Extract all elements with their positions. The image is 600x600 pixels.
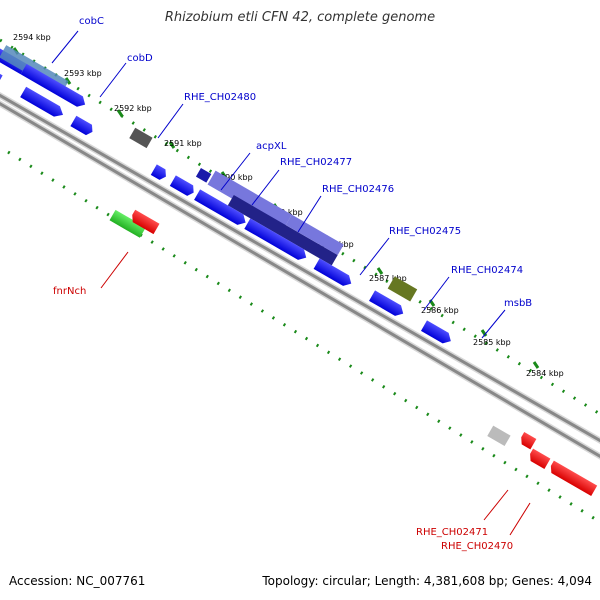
gene-block-RHE_CH02477 (207, 170, 292, 229)
gene-arrow (150, 164, 166, 180)
backbone-line-upper (0, 93, 600, 443)
gene-block-RHE_CH02476 (227, 195, 338, 266)
tick-label: 2592 kbp (114, 104, 152, 113)
gene-arrow (194, 189, 246, 225)
gene-arrow (244, 218, 307, 260)
tick-label: 2587 kbp (369, 274, 407, 283)
gene-arrow (70, 115, 93, 136)
gene-arrow-reverse (521, 431, 537, 450)
topology-text: Topology: circular; Length: 4,381,608 bp… (262, 574, 592, 588)
gene-label-fnrNch[interactable]: fnrNch (53, 286, 86, 297)
gene-label-cobC[interactable]: cobC (79, 16, 104, 27)
leader-line (99, 62, 127, 98)
gene-label-RHE_CH02471[interactable]: RHE_CH02471 (416, 527, 488, 538)
tick-label: 2586 kbp (421, 306, 459, 315)
gene-block-RHE_CH02476-highlight (285, 214, 344, 256)
gene-label-RHE_CH02480[interactable]: RHE_CH02480 (184, 92, 256, 103)
leader-line (297, 195, 322, 233)
leader-line (483, 489, 509, 521)
leader-line (220, 152, 251, 191)
gene-label-msbB[interactable]: msbB (504, 298, 532, 309)
gene-arrow-reverse (132, 209, 160, 235)
accession-text: Accession: NC_007761 (9, 574, 146, 588)
gene-arrow (169, 175, 194, 196)
tick-label: 2591 kbp (164, 139, 202, 148)
gene-block-RHE_CH02471 (487, 425, 511, 447)
leader-line (481, 309, 506, 339)
gene-label-RHE_CH02474[interactable]: RHE_CH02474 (451, 265, 523, 276)
gene-block-RHE_CH02480 (129, 127, 153, 149)
gene-block-fnrNch (109, 209, 146, 238)
leader-line (423, 276, 450, 311)
tick-label: 2585 kbp (473, 338, 511, 347)
scale-dots-inner (7, 150, 600, 524)
gene-label-RHE_CH02470[interactable]: RHE_CH02470 (441, 541, 513, 552)
leader-line (51, 30, 79, 64)
tick-label: 2590 kbp (215, 173, 253, 182)
gene-block-cobD (20, 63, 86, 107)
gene-arrow (369, 290, 404, 316)
gene-arrow (20, 86, 63, 117)
gene-arrow (420, 320, 451, 344)
gene-block-RHE_CH02470 (550, 460, 598, 497)
scale-dots-outer (0, 38, 600, 416)
leader-line (157, 103, 184, 139)
gene-block-acpXL (195, 167, 212, 183)
gene-label-RHE_CH02476[interactable]: RHE_CH02476 (322, 184, 394, 195)
gene-label-RHE_CH02475[interactable]: RHE_CH02475 (389, 226, 461, 237)
leader-line (509, 502, 531, 536)
gene-label-cobD[interactable]: cobD (127, 53, 153, 64)
map-title: Rhizobium etli CFN 42, complete genome (164, 10, 436, 25)
gene-block-msbB (387, 276, 418, 302)
gene-label-acpXL[interactable]: acpXL (256, 141, 287, 152)
tick-label: 2593 kbp (64, 69, 102, 78)
tick-label: 2584 kbp (526, 369, 564, 378)
tick-label: 2594 kbp (13, 33, 51, 42)
leader-line (359, 237, 390, 276)
gene-arrow (313, 258, 352, 286)
gene-label-RHE_CH02477[interactable]: RHE_CH02477 (280, 157, 352, 168)
leader-line (100, 251, 129, 289)
gene-arrow-reverse (530, 448, 551, 470)
backbone-line-lower (0, 102, 600, 458)
leader-line (251, 169, 280, 206)
